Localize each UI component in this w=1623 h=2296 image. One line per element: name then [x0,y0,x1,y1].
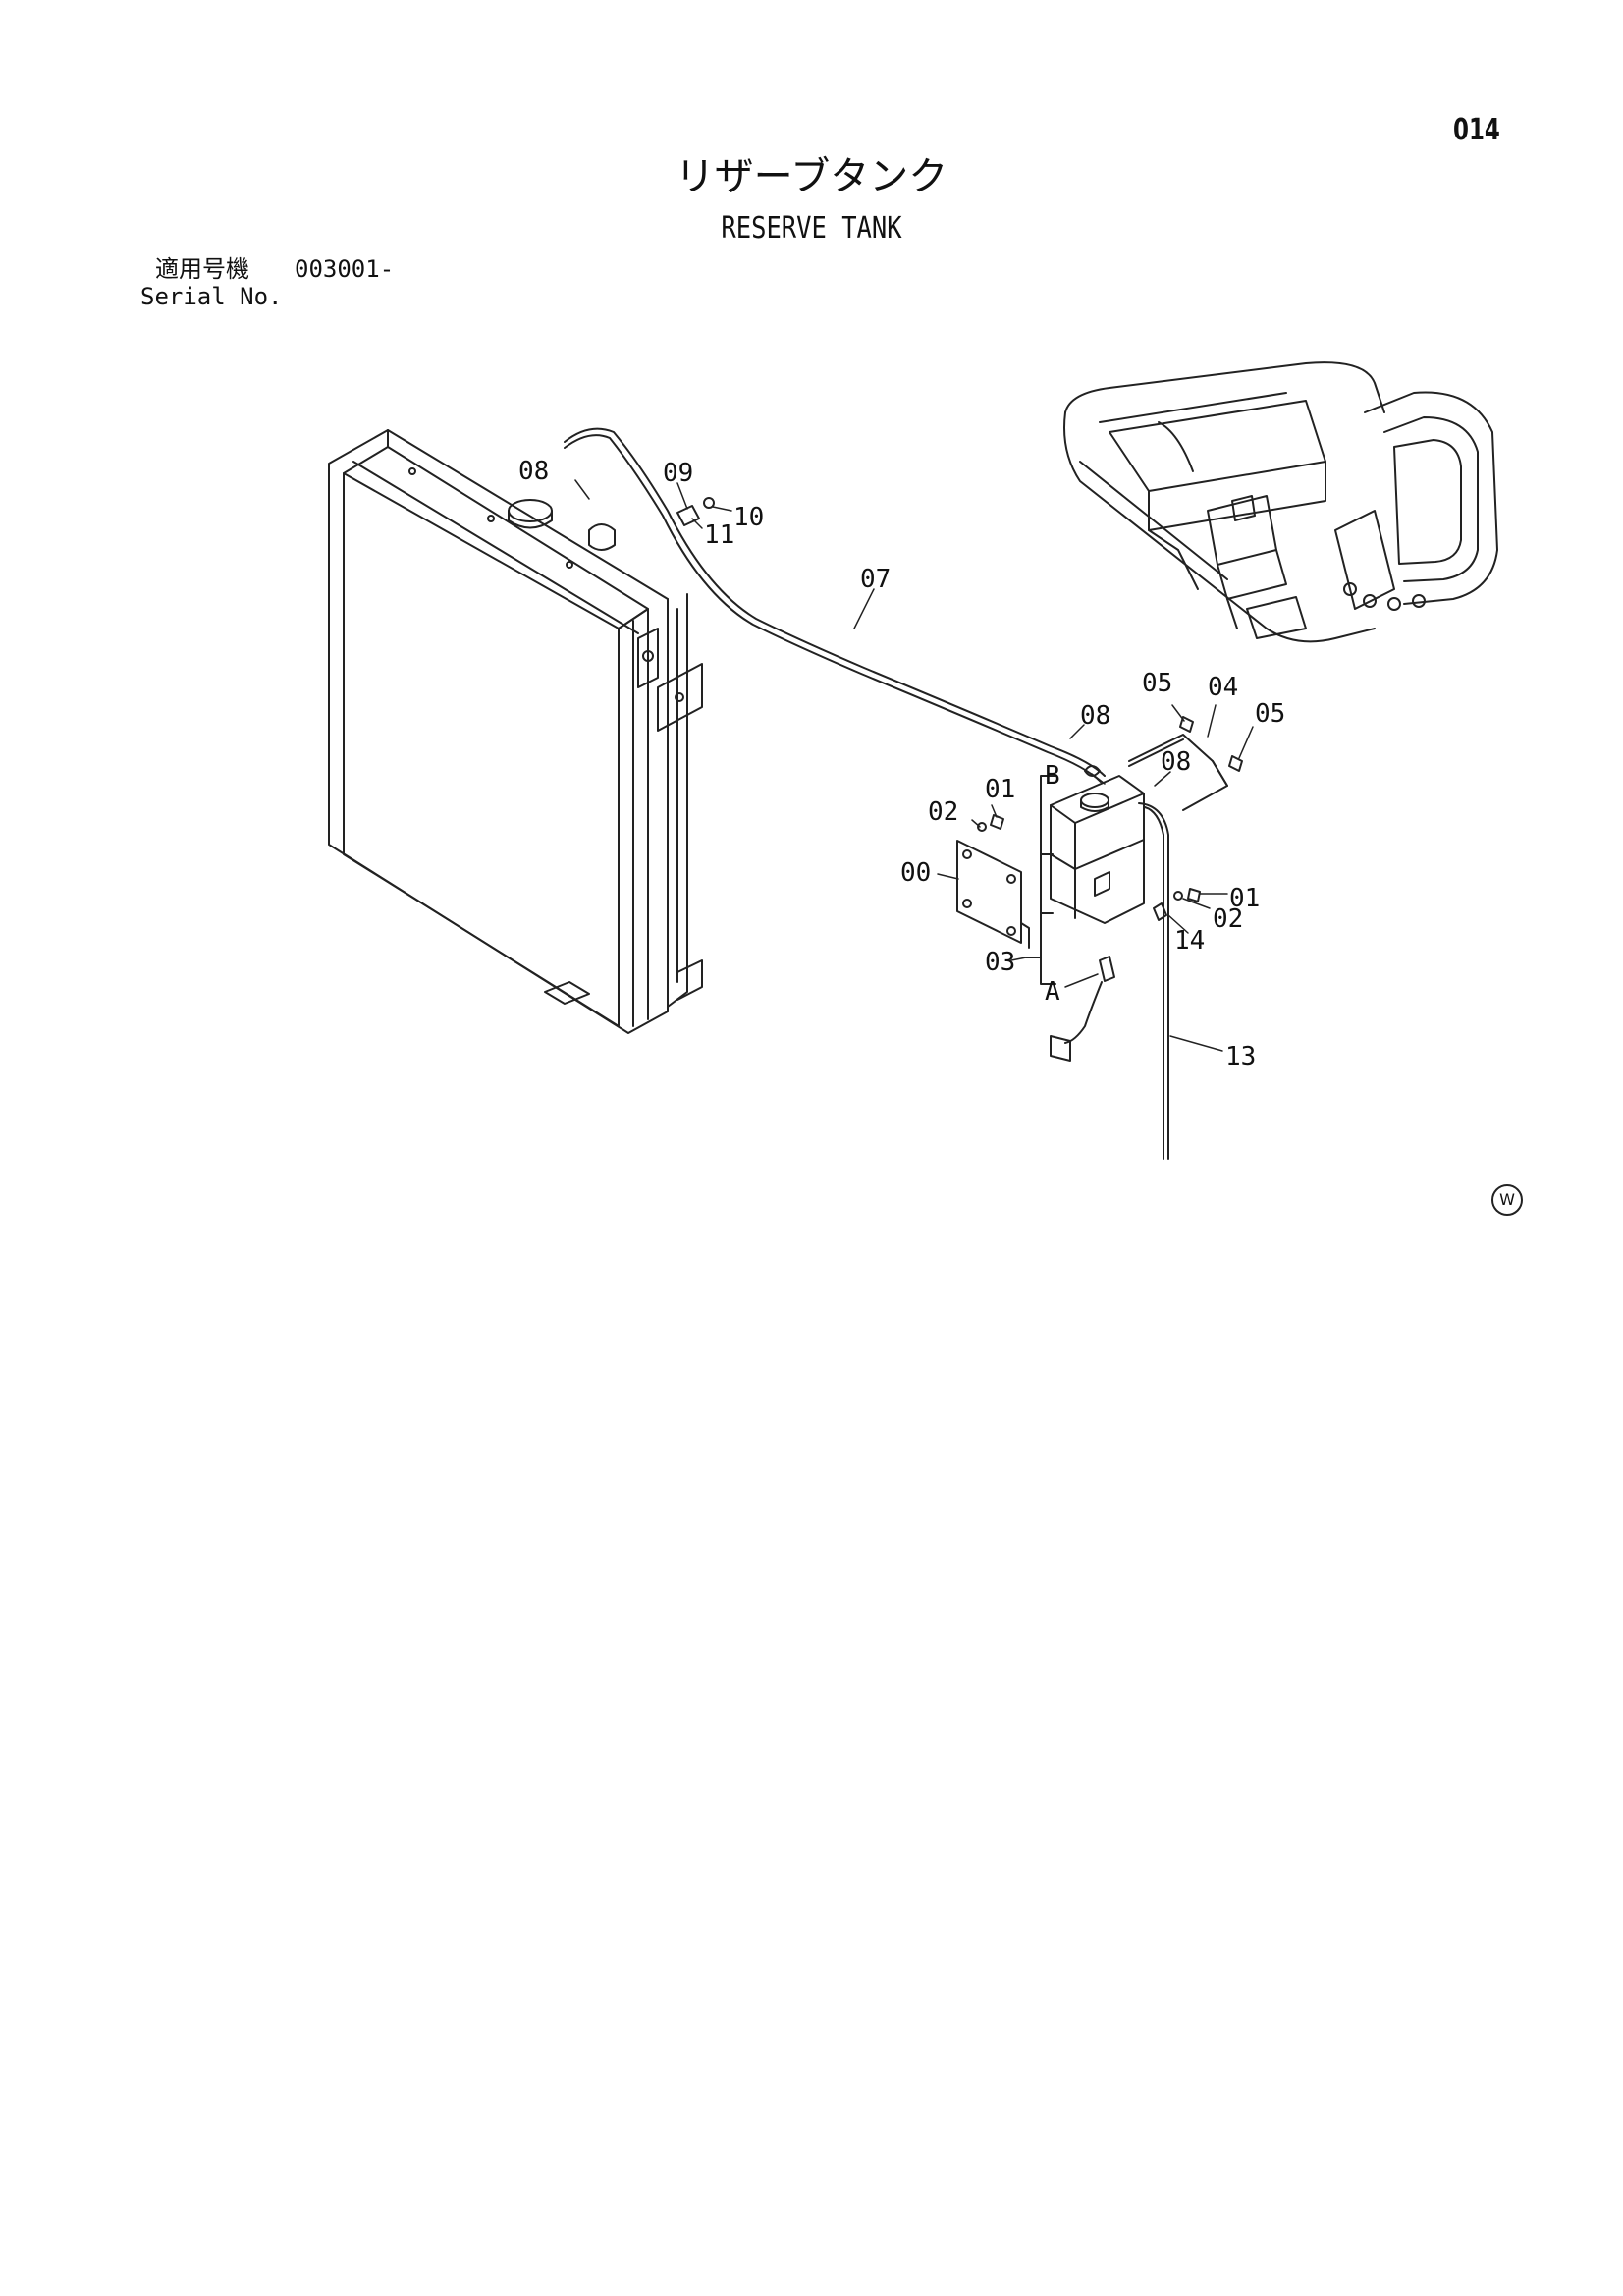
serial-number-value: 003001- [295,255,395,283]
overflow-hose-07 [564,427,1106,783]
callout-08-hose: 08 [1080,701,1110,731]
callout-09: 09 [663,459,693,488]
callout-00: 00 [900,858,931,888]
page-title: RESERVE TANK [721,211,902,246]
serial-label: Serial No. [140,283,283,310]
callout-10: 10 [733,503,764,532]
machine-location-sketch [1063,361,1498,643]
callout-leaders [574,479,1254,1052]
callout-02-left: 02 [928,797,958,827]
callout-08-radiator: 08 [518,457,549,486]
reserve-tank-drawing [956,716,1243,1160]
callout-08-tank: 08 [1161,747,1191,777]
radiator-drawing [328,429,703,1034]
callout-11: 11 [704,520,734,550]
callout-01-left: 01 [985,775,1015,804]
callout-05-right: 05 [1255,699,1285,729]
callout-14: 14 [1174,926,1205,956]
callout-b: B [1045,761,1060,791]
page-title-japanese: リザーブタンク [675,154,948,199]
callout-01-right: 01 [1229,884,1260,913]
watermark-symbol: W [1491,1184,1523,1216]
callout-07: 07 [860,565,891,594]
callout-02-right: 02 [1213,904,1243,934]
callout-04: 04 [1208,673,1238,702]
callout-05-left: 05 [1142,669,1172,698]
page-number: 014 [1453,113,1500,147]
callout-03: 03 [985,948,1015,977]
callout-a: A [1045,977,1060,1007]
serial-label-japanese: 適用号機 [155,255,249,283]
callout-13: 13 [1225,1042,1256,1071]
